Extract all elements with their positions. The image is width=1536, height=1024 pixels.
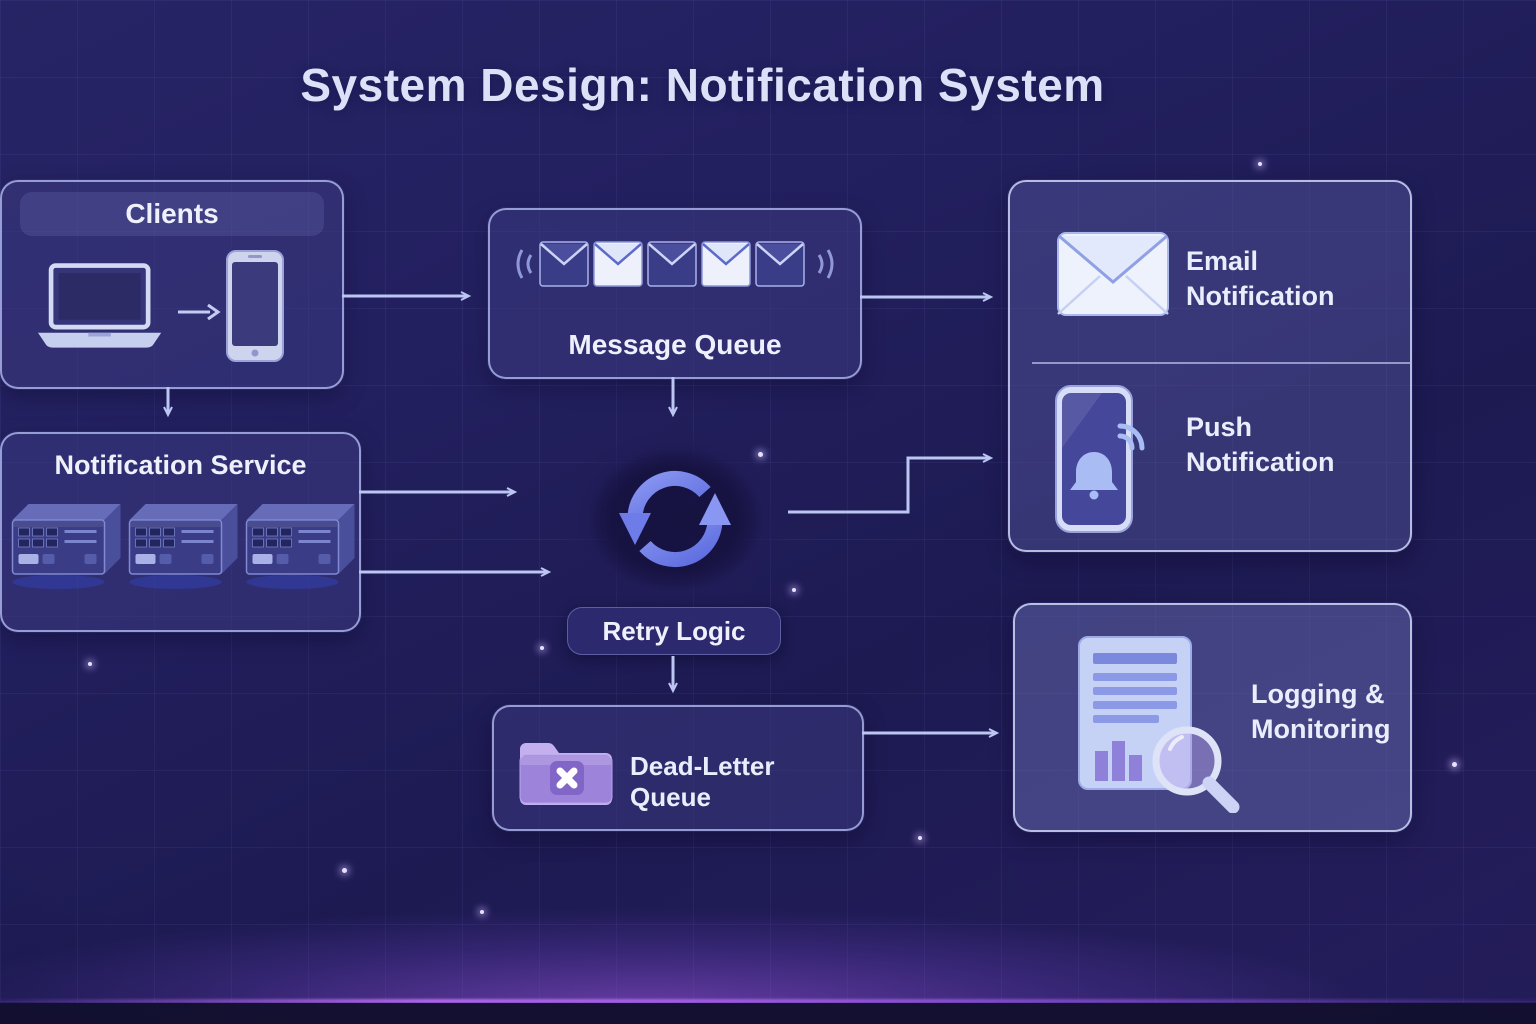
glow-horizon-line — [0, 999, 1536, 1003]
push-phone-bell-icon — [1050, 384, 1154, 534]
channels-node: Email Notification Push Notification — [1008, 180, 1412, 552]
retry-logic-node — [560, 424, 790, 614]
sparkle — [918, 836, 922, 840]
document-magnifier-icon — [1067, 633, 1242, 813]
notification-service-node: Notification Service — [0, 432, 361, 632]
message-queue-node: Message Queue — [488, 208, 862, 379]
client-arrow-icon — [176, 302, 222, 322]
logging-monitoring-node: Logging & Monitoring — [1013, 603, 1412, 832]
server-icon — [128, 504, 238, 589]
sparkle — [540, 646, 544, 650]
signal-waves-icon — [1117, 423, 1145, 451]
folder-x-icon — [516, 729, 616, 807]
sparkle — [342, 868, 347, 873]
sparkle — [1258, 162, 1262, 166]
purple-glow — [0, 880, 1536, 1005]
channels-divider — [1032, 362, 1410, 364]
smartphone-icon — [226, 250, 284, 362]
dead-letter-queue-label: Dead-Letter Queue — [630, 751, 775, 812]
notification-service-label: Notification Service — [54, 450, 307, 480]
retry-cycle-icon — [619, 470, 731, 568]
logging-monitoring-label: Logging & Monitoring — [1251, 679, 1391, 744]
envelope-queue-icon — [510, 232, 840, 296]
laptop-icon — [38, 262, 178, 354]
server-icon — [11, 504, 121, 589]
message-queue-label: Message Queue — [568, 329, 782, 360]
dead-letter-queue-node: Dead-Letter Queue — [492, 705, 864, 831]
server-icon — [245, 504, 355, 589]
sparkle — [480, 910, 484, 914]
sparkle — [88, 662, 92, 666]
page-title: System Design: Notification System — [300, 59, 1105, 111]
magnifier-icon — [1152, 726, 1240, 813]
email-envelope-icon — [1056, 230, 1170, 318]
server-rack — [10, 496, 357, 596]
clients-label: Clients — [20, 192, 324, 236]
bottom-bar — [0, 1003, 1536, 1024]
push-notification-label: Push Notification — [1186, 412, 1335, 477]
retry-logic-label: Retry Logic — [567, 607, 781, 655]
sparkle — [792, 588, 796, 592]
clients-node: Clients — [0, 180, 344, 389]
email-notification-label: Email Notification — [1186, 246, 1335, 311]
sparkle — [1452, 762, 1457, 767]
